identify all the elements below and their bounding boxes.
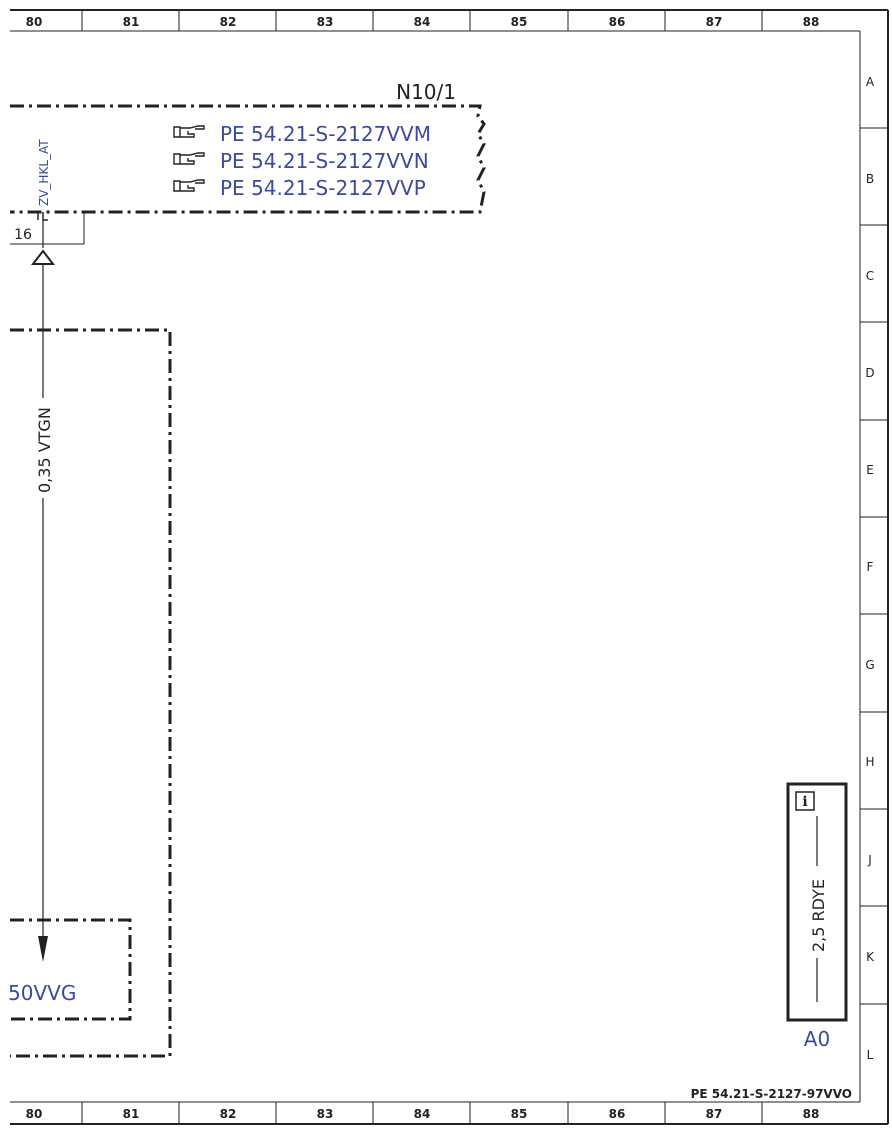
column-number: 81 <box>123 15 140 29</box>
row-letter: C <box>866 269 874 283</box>
info-box: i 2,5 RDYE <box>786 782 848 1022</box>
column-number: 83 <box>317 15 334 29</box>
document-reference-link[interactable]: PE 54.21-S-2127VVP <box>220 176 426 200</box>
column-number: 81 <box>123 1107 140 1121</box>
column-number: 82 <box>220 1107 237 1121</box>
column-number: 84 <box>414 15 431 29</box>
column-number: 87 <box>706 15 723 29</box>
wire-arrow-down-icon <box>38 936 48 962</box>
component-boundary-lower <box>10 328 172 1058</box>
row-letter: B <box>866 172 874 186</box>
row-letter: A <box>866 75 875 89</box>
pointing-hand-icon <box>173 125 205 138</box>
row-letter: G <box>865 658 874 672</box>
column-number: 80 <box>26 1107 43 1121</box>
document-id: PE 54.21-S-2127-97VVO <box>691 1087 852 1101</box>
wire-label: 0,35 VTGN <box>35 407 54 493</box>
pin-number: 16 <box>14 227 32 243</box>
row-letter: K <box>866 950 875 964</box>
signal-label: ZV_HKL_AT <box>37 139 51 206</box>
info-icon-glyph: i <box>802 794 807 810</box>
component-name: N10/1 <box>396 80 456 104</box>
column-header-bottom: 80 81 82 83 84 85 86 87 88 <box>26 1102 820 1124</box>
component-n10-1: N10/1 PE 54.21-S-2127VVM PE 54.21-S-2127… <box>10 80 486 214</box>
row-letter: J <box>867 853 872 867</box>
wire: 0,35 VTGN <box>30 220 56 962</box>
column-number: 85 <box>511 1107 528 1121</box>
pointing-hand-icon <box>173 179 205 192</box>
info-icon[interactable] <box>795 791 815 811</box>
column-number: 85 <box>511 15 528 29</box>
connector-boundary <box>10 918 132 1021</box>
column-header-top: 80 81 82 83 84 85 86 87 88 <box>26 10 820 31</box>
document-reference-link[interactable]: PE 54.21-S-2127VVM <box>220 122 431 146</box>
connector-label[interactable]: A0 <box>804 1027 830 1051</box>
row-letter: D <box>865 366 874 380</box>
column-number: 88 <box>803 1107 820 1121</box>
pointing-hand-icon <box>173 152 205 165</box>
document-reference-link[interactable]: PE 54.21-S-2127VVN <box>220 149 429 173</box>
row-letter: H <box>865 755 874 769</box>
column-number: 88 <box>803 15 820 29</box>
row-letter: F <box>867 560 874 574</box>
column-number: 86 <box>609 15 626 29</box>
wire-label: 2,5 RDYE <box>809 879 828 952</box>
component-boundary <box>10 104 486 214</box>
column-number: 83 <box>317 1107 334 1121</box>
row-letter: L <box>867 1048 874 1062</box>
column-number: 80 <box>26 15 43 29</box>
document-reference-link[interactable]: 50VVG <box>8 981 76 1005</box>
column-number: 84 <box>414 1107 431 1121</box>
column-number: 87 <box>706 1107 723 1121</box>
column-number: 82 <box>220 15 237 29</box>
row-letter: E <box>866 463 874 477</box>
row-header-right: A B C D E F G H J K L <box>860 75 888 1062</box>
column-number: 86 <box>609 1107 626 1121</box>
